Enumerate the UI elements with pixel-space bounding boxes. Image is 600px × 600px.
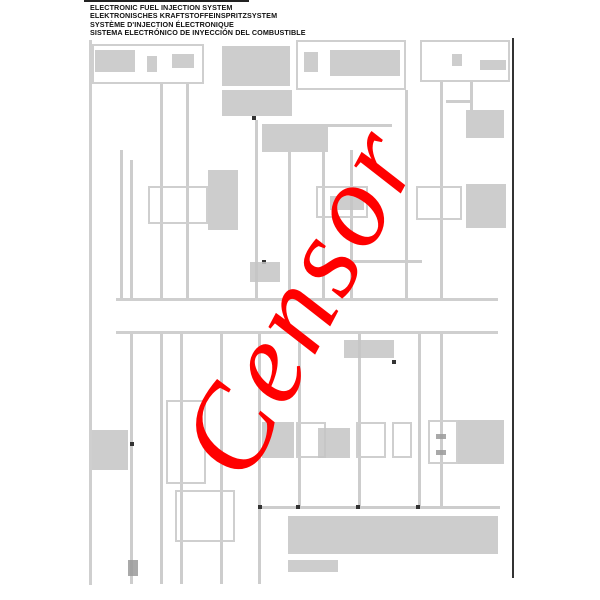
component-label <box>436 450 446 455</box>
legend-text-block <box>288 560 338 572</box>
connector-dot <box>296 505 300 509</box>
connector-dot <box>356 505 360 509</box>
component-label <box>128 560 138 576</box>
component-label <box>344 340 394 358</box>
connector-dot <box>258 505 262 509</box>
component-label <box>262 422 294 458</box>
title-block: ELECTRONIC FUEL INJECTION SYSTEM ELEKTRO… <box>90 3 306 37</box>
component-label <box>95 50 135 72</box>
component-label <box>480 60 506 70</box>
component-label <box>436 434 446 439</box>
relay-box <box>416 186 462 220</box>
component-label <box>318 428 350 458</box>
component-label <box>250 262 280 282</box>
component-label <box>222 90 292 116</box>
component-box <box>92 44 204 84</box>
component-label <box>262 124 328 152</box>
connector-dot <box>416 505 420 509</box>
component-label <box>172 54 194 68</box>
sensor-box <box>428 420 458 464</box>
sensor-box <box>392 422 412 458</box>
component-box <box>420 40 510 82</box>
connector-dot <box>130 442 134 446</box>
title-rule <box>84 0 249 2</box>
component-label <box>147 56 157 72</box>
component-box <box>296 40 406 90</box>
sensor-box <box>166 400 206 484</box>
title-english: ELECTRONIC FUEL INJECTION SYSTEM <box>90 3 233 12</box>
sensor-box <box>175 490 235 542</box>
component-label <box>458 420 504 464</box>
component-label <box>92 430 128 470</box>
left-frame-line <box>89 40 92 585</box>
relay-box <box>148 186 208 224</box>
connector-dot <box>392 360 396 364</box>
sensor-box <box>356 422 386 458</box>
component-label <box>466 110 504 138</box>
component-label <box>208 170 238 230</box>
component-label <box>466 184 506 228</box>
component-label <box>330 196 364 210</box>
connector-dot <box>252 116 256 120</box>
ecu-connector-bus <box>116 298 498 334</box>
relay-box <box>316 186 368 218</box>
right-frame-line <box>512 38 514 578</box>
component-label <box>452 54 462 66</box>
title-spanish: SISTEMA ELECTRÓNICO DE INYECCIÓN DEL COM… <box>90 27 306 37</box>
title-french: SYSTÈME D'INJECTION ÉLECTRONIQUE <box>90 19 234 29</box>
component-label <box>304 52 318 72</box>
component-label <box>222 46 290 86</box>
title-german: ELEKTRONISCHES KRAFTSTOFFEINSPRITZSYSTEM <box>90 11 278 21</box>
legend-text-block <box>288 516 498 554</box>
component-label <box>330 50 400 76</box>
